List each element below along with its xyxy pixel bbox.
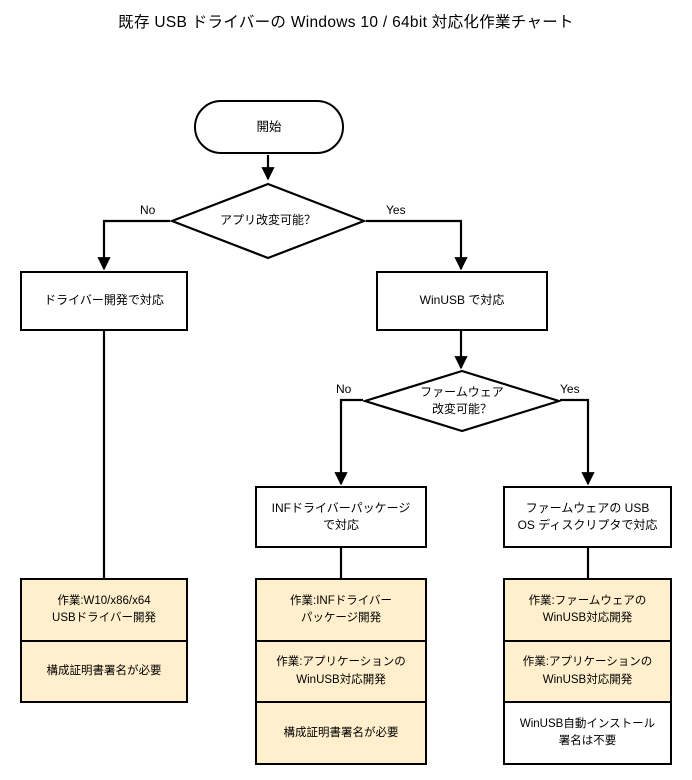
node-driver-development-label: ドライバー開発で対応 [44, 293, 164, 308]
outcome-item: 作業:ファームウェアの WinUSB対応開発 [505, 580, 670, 642]
outcome-stack-left: 作業:W10/x86/x64 USBドライバー開発 構成証明書署名が必要 [20, 578, 188, 703]
edge-label-decision2-yes: Yes [560, 382, 580, 396]
edge-label-decision1-no: No [140, 203, 156, 217]
node-decision-firmware-modifiable[interactable]: ファームウェア 改変可能？ [363, 369, 561, 433]
outcome-item: 作業:アプリケーションの WinUSB対応開発 [505, 641, 670, 704]
edge-label-decision2-no: No [336, 382, 352, 396]
outcome-stack-middle: 作業:INFドライバー パッケージ開発 作業:アプリケーションの WinUSB対… [255, 578, 427, 765]
node-winusb-label: WinUSB で対応 [419, 293, 505, 308]
diamond-shape [363, 369, 561, 433]
node-decision-app-modifiable[interactable]: アプリ改変可能？ [170, 182, 366, 260]
edge-label-decision1-yes: Yes [386, 203, 406, 217]
node-decision-firmware-modifiable-label: ファームウェア 改変可能？ [420, 384, 504, 416]
outcome-stack-right: 作業:ファームウェアの WinUSB対応開発 作業:アプリケーションの WinU… [503, 578, 672, 765]
page-title: 既存 USB ドライバーの Windows 10 / 64bit 対応化作業チャ… [118, 14, 574, 31]
outcome-item: 作業:INFドライバー パッケージ開発 [257, 580, 425, 642]
node-decision-app-modifiable-label: アプリ改変可能？ [219, 213, 316, 228]
outcome-item: 構成証明書署名が必要 [22, 641, 186, 701]
node-start-label: 開始 [256, 119, 282, 134]
node-firmware-os-descriptor[interactable]: ファームウェアの USB OS ディスクリプタで対応 [503, 486, 672, 548]
node-start[interactable]: 開始 [194, 100, 344, 154]
outcome-item: 作業:W10/x86/x64 USBドライバー開発 [22, 580, 186, 642]
node-winusb[interactable]: WinUSB で対応 [376, 271, 548, 331]
outcome-item: WinUSB自動インストール 署名は不要 [505, 703, 670, 764]
node-inf-driver-package-label: INFドライバーパッケージ で対応 [271, 500, 411, 532]
outcome-item: 構成証明書署名が必要 [257, 703, 425, 764]
node-driver-development[interactable]: ドライバー開発で対応 [20, 271, 188, 331]
outcome-item: 作業:アプリケーションの WinUSB対応開発 [257, 641, 425, 704]
node-firmware-os-descriptor-label: ファームウェアの USB OS ディスクリプタで対応 [517, 500, 658, 532]
node-inf-driver-package[interactable]: INFドライバーパッケージ で対応 [255, 486, 427, 548]
diamond-shape [170, 182, 366, 260]
